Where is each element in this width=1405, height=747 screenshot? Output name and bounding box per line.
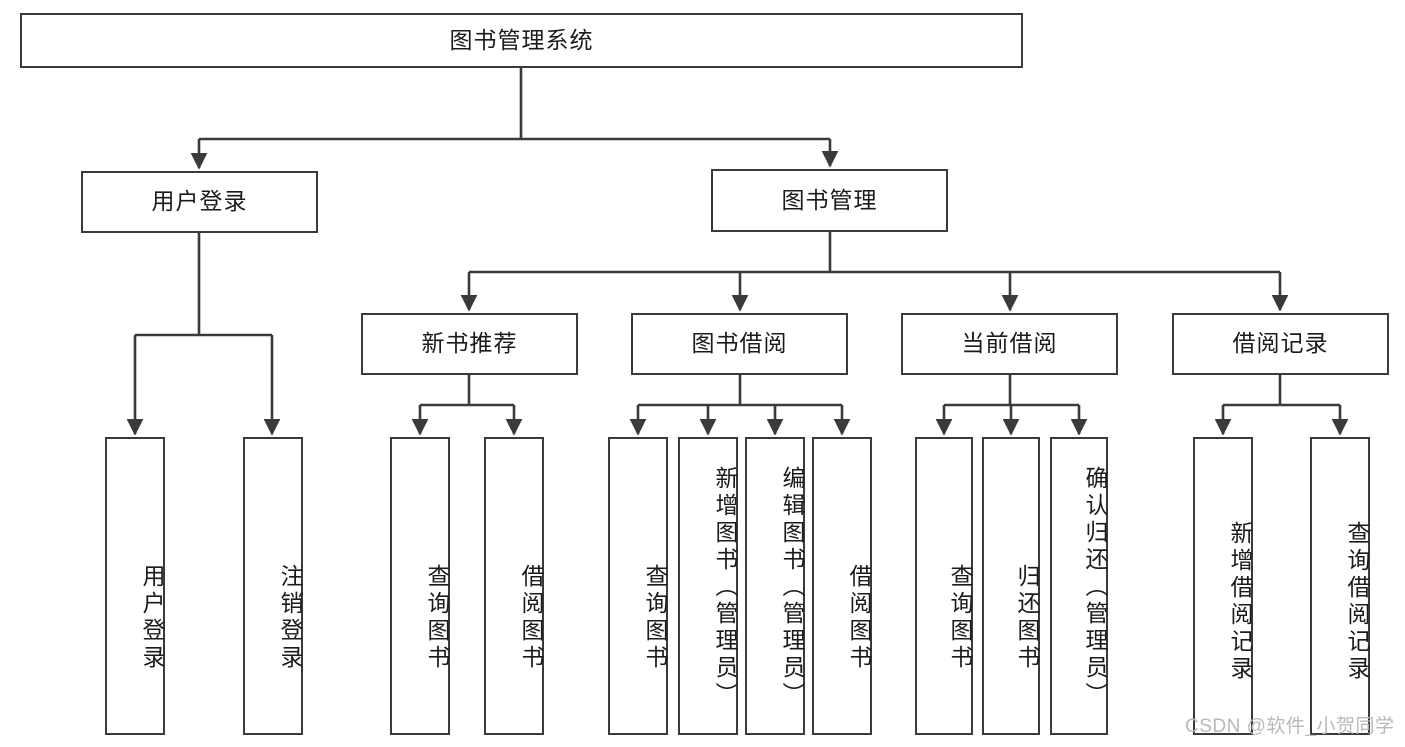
node-leaf-query-book-2[interactable]: 查询图书 — [608, 437, 668, 735]
node-book-borrow[interactable]: 图书借阅 — [631, 313, 848, 375]
node-leaf-edit-book[interactable]: 编辑图书（管理员） — [745, 437, 805, 735]
node-leaf-add-record[interactable]: 新增借阅记录 — [1193, 437, 1253, 735]
node-leaf-query-book-3[interactable]: 查询图书 — [915, 437, 973, 735]
node-leaf-add-book[interactable]: 新增图书（管理员） — [678, 437, 738, 735]
node-leaf-return-book[interactable]: 归还图书 — [982, 437, 1040, 735]
node-user-login[interactable]: 用户登录 — [81, 171, 318, 233]
node-root-system[interactable]: 图书管理系统 — [20, 13, 1023, 68]
node-new-book-recommend[interactable]: 新书推荐 — [361, 313, 578, 375]
node-book-management[interactable]: 图书管理 — [711, 169, 948, 232]
node-leaf-query-record[interactable]: 查询借阅记录 — [1310, 437, 1370, 735]
node-leaf-user-login[interactable]: 用户登录 — [105, 437, 165, 735]
node-leaf-confirm-return[interactable]: 确认归还（管理员） — [1050, 437, 1108, 735]
node-leaf-borrow-book-2[interactable]: 借阅图书 — [812, 437, 872, 735]
node-current-borrow[interactable]: 当前借阅 — [901, 313, 1118, 375]
node-leaf-query-book-1[interactable]: 查询图书 — [390, 437, 450, 735]
node-borrow-record[interactable]: 借阅记录 — [1172, 313, 1389, 375]
node-leaf-borrow-book-1[interactable]: 借阅图书 — [484, 437, 544, 735]
watermark-text: CSDN @软件_小贺同学 — [1185, 716, 1395, 737]
node-leaf-logout-login[interactable]: 注销登录 — [243, 437, 303, 735]
